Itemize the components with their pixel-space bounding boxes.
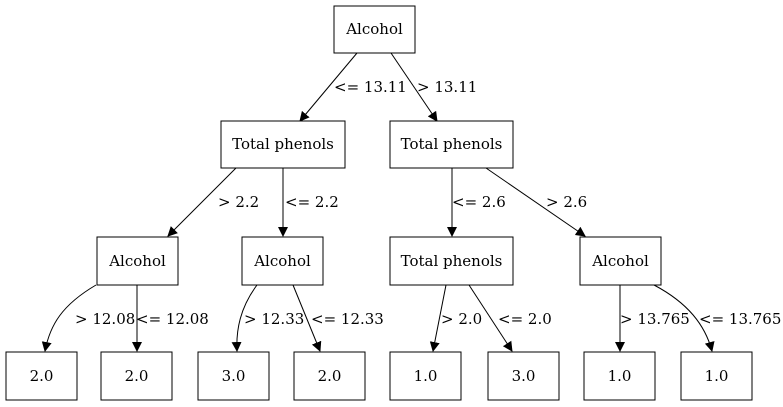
edge-l2a-to-leaf1 bbox=[41, 284, 97, 352]
edge-label-l2c-leaf6: <= 2.0 bbox=[498, 310, 552, 328]
edge-label-l2d-leaf7: > 13.765 bbox=[620, 310, 690, 328]
node-l1-right: Total phenols bbox=[389, 120, 514, 169]
edge-l2b-to-leaf3 bbox=[231, 284, 258, 352]
node-l2-d-label: Alcohol bbox=[591, 252, 649, 270]
edge-l2b-to-leaf4 bbox=[292, 284, 322, 352]
edge-label-l2b-leaf4: <= 12.33 bbox=[311, 310, 384, 328]
leaf-4-label: 2.0 bbox=[318, 367, 342, 385]
edge-label-l1right-l2d: > 2.6 bbox=[546, 193, 587, 211]
node-l2-c: Total phenols bbox=[389, 236, 514, 286]
node-l2-a: Alcohol bbox=[96, 236, 179, 286]
edge-label-l1left-l2b: <= 2.2 bbox=[285, 193, 339, 211]
edge-label-root-left: <= 13.11 bbox=[334, 78, 407, 96]
node-l1-right-label: Total phenols bbox=[401, 135, 503, 153]
leaf-6: 3.0 bbox=[487, 351, 560, 401]
leaf-8: 1.0 bbox=[680, 351, 753, 401]
edge-label-l2a-leaf2: <= 12.08 bbox=[136, 310, 209, 328]
tree-nodes: Alcohol Total phenols Total phenols Alco… bbox=[5, 5, 753, 401]
edge-label-l1right-l2c: <= 2.6 bbox=[452, 193, 506, 211]
leaf-1-label: 2.0 bbox=[30, 367, 54, 385]
leaf-5-label: 1.0 bbox=[414, 367, 438, 385]
edge-root-to-right bbox=[390, 52, 438, 122]
node-root: Alcohol bbox=[333, 5, 416, 54]
edge-l1right-to-l2d bbox=[485, 167, 586, 237]
node-l1-left: Total phenols bbox=[220, 120, 346, 169]
edge-l2c-to-leaf5 bbox=[429, 284, 447, 352]
edge-l2c-to-leaf6 bbox=[468, 284, 513, 352]
leaf-8-label: 1.0 bbox=[705, 367, 729, 385]
leaf-7-label: 1.0 bbox=[608, 367, 632, 385]
edge-l1left-to-l2a bbox=[167, 167, 237, 237]
node-l2-c-label: Total phenols bbox=[401, 252, 503, 270]
edge-label-root-right: > 13.11 bbox=[417, 78, 477, 96]
edge-label-l2a-leaf1: > 12.08 bbox=[75, 310, 135, 328]
leaf-3: 3.0 bbox=[197, 351, 270, 401]
edge-root-to-left bbox=[299, 52, 358, 122]
node-root-label: Alcohol bbox=[345, 20, 403, 38]
edge-label-l2c-leaf5: > 2.0 bbox=[441, 310, 482, 328]
edge-labels: <= 13.11 > 13.11 > 2.2 <= 2.2 <= 2.6 > 2… bbox=[75, 78, 781, 328]
leaf-5: 1.0 bbox=[389, 351, 462, 401]
leaf-6-label: 3.0 bbox=[512, 367, 536, 385]
leaf-2-label: 2.0 bbox=[125, 367, 149, 385]
edge-label-l2d-leaf8: <= 13.765 bbox=[699, 310, 781, 328]
node-l2-d: Alcohol bbox=[579, 236, 662, 286]
leaf-7: 1.0 bbox=[583, 351, 656, 401]
node-l2-b: Alcohol bbox=[241, 236, 324, 286]
leaf-1: 2.0 bbox=[5, 351, 78, 401]
edge-label-l1left-l2a: > 2.2 bbox=[218, 193, 259, 211]
edge-l2d-to-leaf8 bbox=[653, 284, 715, 352]
node-l1-left-label: Total phenols bbox=[232, 135, 334, 153]
leaf-4: 2.0 bbox=[293, 351, 366, 401]
node-l2-a-label: Alcohol bbox=[108, 252, 166, 270]
leaf-3-label: 3.0 bbox=[222, 367, 246, 385]
node-l2-b-label: Alcohol bbox=[253, 252, 311, 270]
tree-edges bbox=[41, 52, 715, 352]
edge-label-l2b-leaf3: > 12.33 bbox=[244, 310, 304, 328]
leaf-2: 2.0 bbox=[100, 351, 173, 401]
